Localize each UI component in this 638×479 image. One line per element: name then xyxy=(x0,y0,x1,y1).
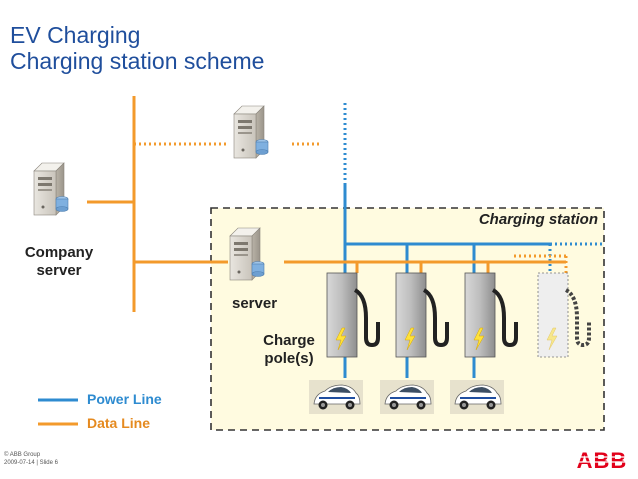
power-lines xyxy=(343,183,550,378)
local-server-icon xyxy=(229,227,265,281)
footer-date-slide: 2009-07-14 | Slide 6 xyxy=(4,460,58,466)
power-lines-dotted xyxy=(343,103,605,273)
charge-pole-3-icon xyxy=(464,272,518,358)
data-lines xyxy=(87,96,566,312)
car-2-icon xyxy=(379,379,435,415)
charge-pole-1-icon xyxy=(326,272,380,358)
data-lines-dotted xyxy=(134,142,568,273)
remote-server-icon xyxy=(233,105,269,159)
charge-pole-2-icon xyxy=(395,272,449,358)
page-subtitle: Charging station scheme xyxy=(10,48,265,74)
company-server-icon xyxy=(33,162,69,216)
company-server-label: Company server xyxy=(24,244,94,279)
abb-logo: ABB xyxy=(574,449,630,471)
server-label: server xyxy=(232,295,278,312)
page-title: EV Charging xyxy=(10,22,141,48)
legend-power-line: Power Line xyxy=(87,391,162,407)
charge-poles-label: Charge pole(s) xyxy=(263,332,315,367)
legend-data-line: Data Line xyxy=(87,415,151,431)
charge-pole-planned-icon xyxy=(537,272,591,358)
footer-copyright: © ABB Group xyxy=(4,452,41,458)
car-3-icon xyxy=(449,379,505,415)
charging-station-label: Charging station xyxy=(478,211,598,228)
car-1-icon xyxy=(308,379,364,415)
abb-logo-text: ABB xyxy=(577,449,628,471)
